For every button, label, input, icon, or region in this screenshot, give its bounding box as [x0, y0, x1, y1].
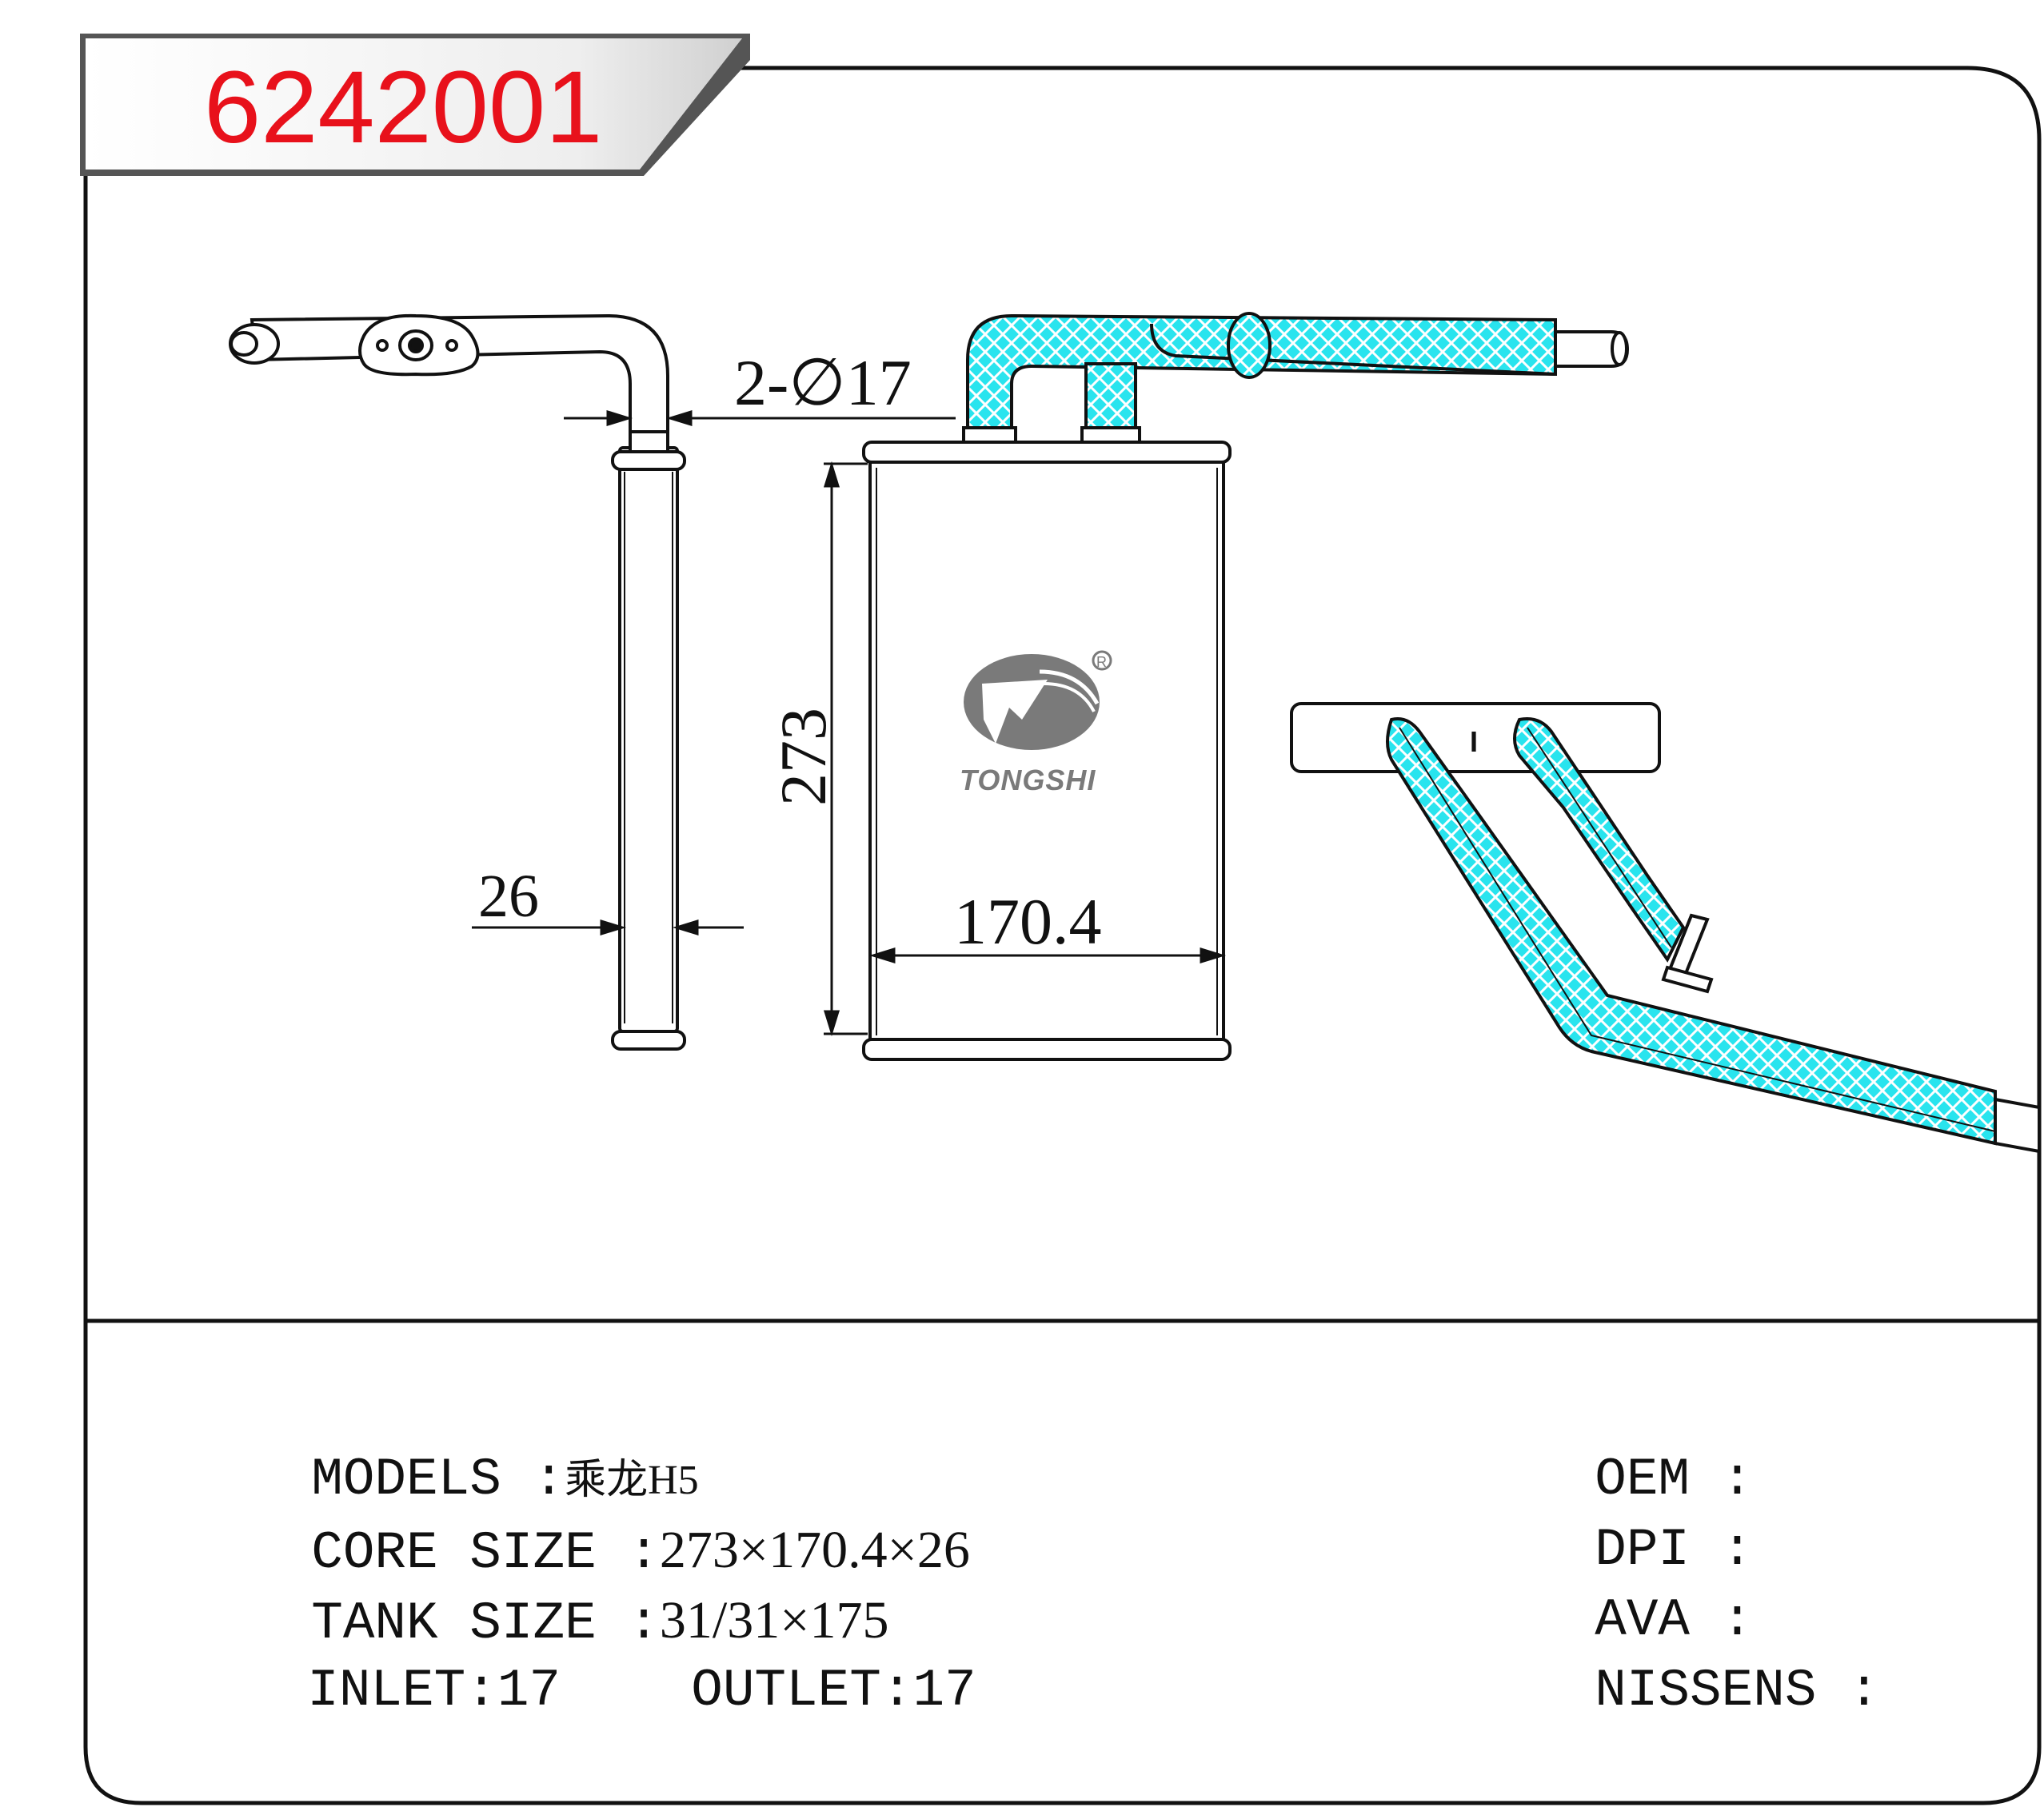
tank-size-value: 31/31×175	[659, 1591, 889, 1649]
part-number-banner: 6242001	[80, 34, 750, 176]
pipe-diameter-dimension	[564, 409, 956, 427]
nissens-row: NISSENS :	[1531, 1612, 1879, 1717]
thickness-dimension	[472, 919, 744, 936]
outlet-value: 17	[912, 1661, 976, 1721]
dpi-row: DPI :	[1531, 1471, 1753, 1577]
logo-registered-mark: R	[1096, 654, 1107, 670]
outlet-label: OUTLET:	[691, 1661, 913, 1721]
tongshi-logo: R TONGSHI	[960, 650, 1112, 796]
inlet-label: INLET:	[307, 1661, 497, 1721]
ava-row: AVA :	[1531, 1542, 1753, 1647]
sheet-border	[83, 66, 2042, 1805]
outlet-row: OUTLET:17	[628, 1612, 976, 1717]
side-view	[229, 313, 686, 1051]
dpi-label: DPI :	[1595, 1520, 1754, 1580]
models-value: 乘龙H5	[565, 1458, 699, 1503]
pipe-diameter-label: 2-∅17	[734, 346, 912, 419]
tank-size-row: TANK SIZE :31/31×175	[248, 1542, 888, 1650]
core-size-row: CORE SIZE :273×170.4×26	[248, 1471, 970, 1580]
oem-row: OEM :	[1531, 1401, 1753, 1506]
inlet-value: 17	[497, 1661, 561, 1721]
front-view	[862, 312, 1630, 1061]
ava-label: AVA :	[1595, 1590, 1754, 1650]
nissens-label: NISSENS :	[1595, 1661, 1880, 1721]
height-dimension	[823, 461, 868, 1037]
core-size-value: 273×170.4×26	[659, 1521, 970, 1579]
logo-text: TONGSHI	[960, 764, 1096, 796]
oem-label: OEM :	[1595, 1450, 1754, 1510]
core-size-label: CORE SIZE :	[311, 1523, 660, 1583]
inlet-marker: I	[1470, 725, 1478, 758]
thickness-label: 26	[478, 863, 539, 930]
width-dimension	[868, 947, 1227, 964]
top-view	[1290, 702, 2041, 1154]
height-label: 273	[767, 708, 840, 806]
models-label: MODELS :	[311, 1450, 565, 1510]
tank-size-label: TANK SIZE :	[311, 1594, 660, 1653]
width-label: 170.4	[954, 885, 1102, 958]
part-number: 6242001	[204, 50, 602, 165]
models-row: MODELS :乘龙H5	[248, 1401, 699, 1506]
inlet-row: INLET:17	[244, 1612, 561, 1717]
